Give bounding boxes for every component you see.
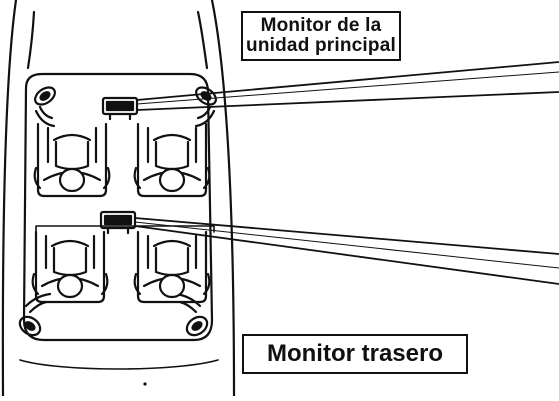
main-unit-monitor-label-line2: unidad principal	[246, 35, 396, 56]
front-monitor-projection	[136, 61, 559, 111]
front-monitor-icon	[101, 96, 139, 121]
speaker-icon	[34, 86, 56, 128]
main-unit-monitor-label-line1: Monitor de la	[260, 15, 382, 36]
seat-with-person-icon	[133, 230, 211, 304]
car-body	[1, 0, 236, 398]
rear-bench	[35, 225, 215, 233]
speaker-icon	[194, 86, 217, 128]
seat-with-person-icon	[133, 122, 211, 198]
seat-with-person-icon	[31, 230, 109, 304]
rear-monitor-label: Monitor trasero	[242, 334, 468, 374]
seat-with-person-icon	[33, 122, 111, 198]
rear-monitor-icon	[99, 210, 137, 235]
speaker-icon	[18, 292, 52, 337]
rear-monitor-projection	[134, 217, 559, 285]
dot-mark	[143, 382, 147, 386]
main-unit-monitor-label: Monitor de la unidad principal	[241, 11, 401, 61]
